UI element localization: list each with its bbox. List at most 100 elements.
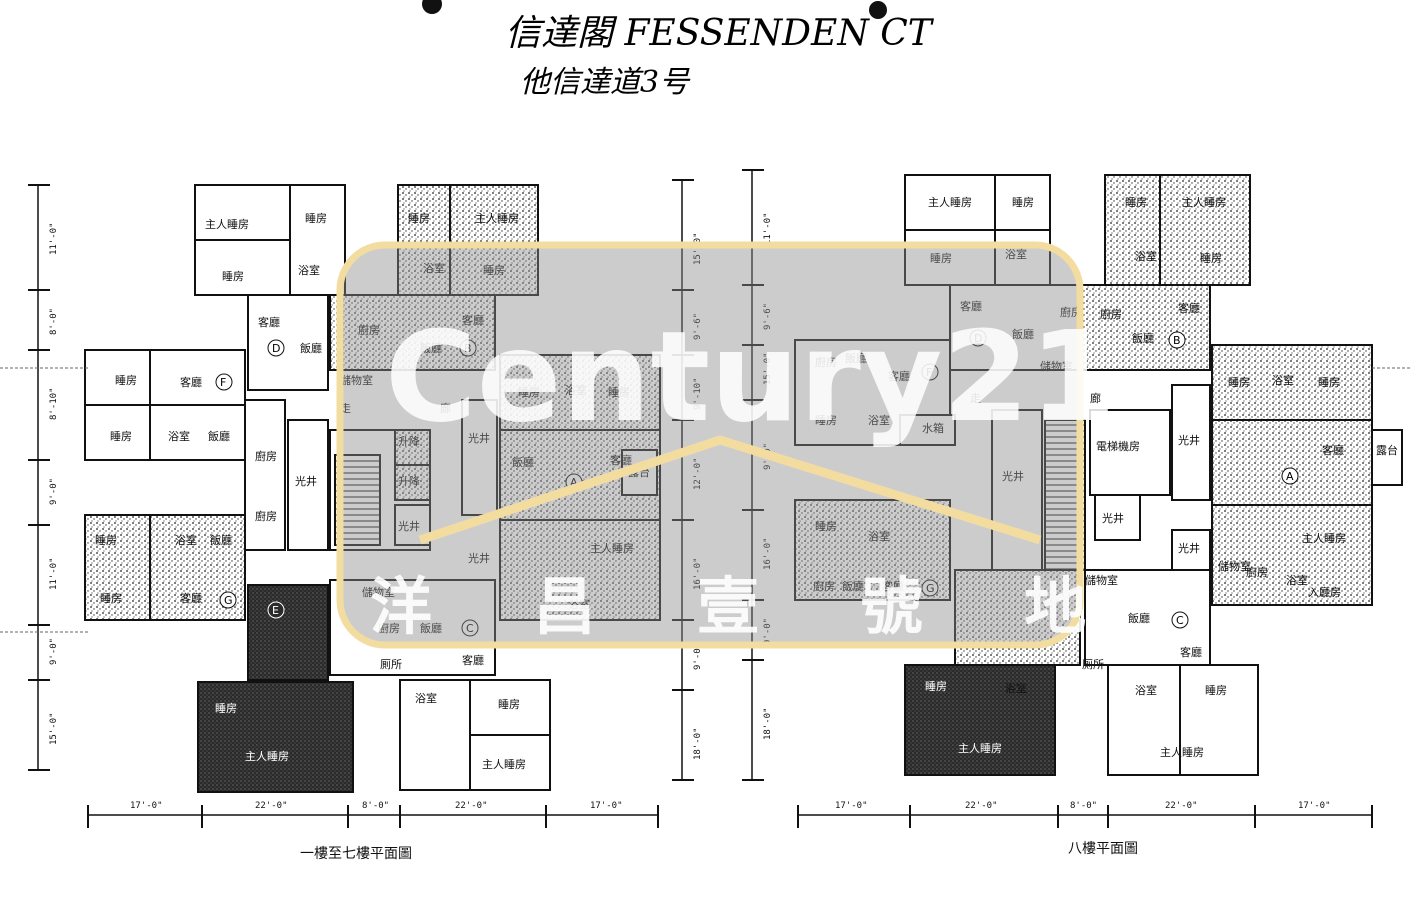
label-bedroom: 睡房 xyxy=(498,698,520,711)
label-bedroom: 睡房 xyxy=(1012,196,1034,209)
label-bath: 浴室 xyxy=(868,413,890,427)
label-lightwell: 光井 xyxy=(1178,433,1200,447)
label-dining: 飯廳 xyxy=(842,579,864,593)
label-living: 客廳 xyxy=(258,315,280,329)
label-bath: 浴室 xyxy=(423,261,445,275)
house-roof-icon xyxy=(418,435,1042,545)
unit-letter: F xyxy=(220,376,226,389)
watermark-brand: Century21 xyxy=(385,305,1116,450)
right-unit-markers: D B F A G C xyxy=(921,329,1299,629)
label-dining: 飯廳 xyxy=(1128,611,1150,625)
label-living: 客廳 xyxy=(960,299,982,313)
label-master-bed: 主人睡房 xyxy=(482,758,526,771)
label-bedroom: 睡房 xyxy=(483,264,505,277)
label-master-bed: 主人睡房 xyxy=(1160,746,1204,759)
label-living: 客廳 xyxy=(462,653,484,667)
label-lightwell: 光井 xyxy=(468,431,490,445)
label-toilet: 厠所 xyxy=(1082,658,1104,671)
label-lightwell: 光井 xyxy=(398,519,420,533)
dim-label: 18'-0" xyxy=(693,727,703,760)
label-lightwell: 光井 xyxy=(295,474,317,488)
label-bath: 浴室 xyxy=(1135,683,1157,697)
label-master-bed: 主人睡房 xyxy=(1302,532,1346,545)
right-room-labels: 主人睡房 睡房 睡房 浴室 客廳 飯廳 廚房 儲物室 睡房 主人睡房 浴室 睡房… xyxy=(813,196,1398,759)
label-dining: 飯廳 xyxy=(300,341,322,355)
label-bath: 浴室 xyxy=(1005,681,1027,695)
left-floor-plan xyxy=(28,179,694,828)
dim-label: 8'-10" xyxy=(49,387,59,420)
dim-label: 17'-0" xyxy=(835,801,868,811)
label-bedroom: 睡房 xyxy=(95,534,117,547)
unit-letter: F xyxy=(926,366,932,379)
dim-label: 12'-0" xyxy=(693,457,703,490)
label-living: 客廳 xyxy=(180,591,202,605)
label-bedroom: 睡房 xyxy=(1125,196,1147,209)
dim-label: 17'-0" xyxy=(590,801,623,811)
dim-label: 22'-0" xyxy=(1165,801,1198,811)
label-dining: 飯廳 xyxy=(845,351,867,365)
watermark-tagline: 洋 昌 壹 號 地 xyxy=(370,570,1126,643)
century21-watermark: Century21 洋 昌 壹 號 地 xyxy=(336,241,1126,649)
label-bath: 浴室 xyxy=(415,691,437,705)
right-plan-caption: 八樓平面圖 xyxy=(1068,841,1138,857)
dim-label: 11'-0" xyxy=(763,212,773,245)
dim-label: 9'-0" xyxy=(49,638,59,665)
unit-letter: G xyxy=(926,582,935,595)
unit-letter: C xyxy=(466,622,474,635)
label-kitchen: 廚房 xyxy=(255,509,277,523)
label-lightwell: 光井 xyxy=(1102,511,1124,525)
dim-label: 9'-10" xyxy=(693,377,703,410)
dim-label: 11'-0" xyxy=(49,222,59,255)
label-bedroom: 睡房 xyxy=(1318,376,1340,389)
label-store: 儲物室 xyxy=(340,373,373,387)
label-kitchen: 廚房 xyxy=(255,449,277,463)
unit-letter: E xyxy=(272,604,279,617)
dim-label: 9'-0" xyxy=(693,643,703,670)
ink-blot xyxy=(422,0,442,14)
left-plan-caption: 一樓至七樓平面圖 xyxy=(300,846,412,862)
dim-label: 15'-0" xyxy=(49,712,59,745)
dim-label: 16'-0" xyxy=(693,557,703,590)
label-dining: 飯廳 xyxy=(1012,327,1034,341)
label-living: 客廳 xyxy=(882,579,904,593)
label-bath: 浴室 xyxy=(1286,573,1308,587)
label-bedroom: 睡房 xyxy=(305,212,327,225)
dim-label: 15'-0" xyxy=(763,352,773,385)
label-corridor: 走 xyxy=(970,392,981,405)
label-dining: 飯廳 xyxy=(208,429,230,443)
label-bath: 浴室 xyxy=(1272,373,1294,387)
label-dining: 飯廳 xyxy=(1132,331,1154,345)
label-master-bed: 主人睡房 xyxy=(245,750,289,763)
label-bedroom: 睡房 xyxy=(1228,376,1250,389)
left-dimensions: 17'-0" 22'-0" 8'-0" 22'-0" 17'-0" 11'-0"… xyxy=(49,222,703,811)
label-lift-room: 電梯機房 xyxy=(1096,439,1140,453)
dim-label: 17'-0" xyxy=(1298,801,1331,811)
label-bedroom: 睡房 xyxy=(518,386,540,399)
dim-label: 8'-0" xyxy=(362,801,389,811)
label-toilet: 厠所 xyxy=(380,658,402,671)
dim-label: 9'-6" xyxy=(763,303,773,330)
label-corridor: 廊 xyxy=(1090,391,1101,405)
dim-label: 22'-0" xyxy=(455,801,488,811)
label-dining: 飯廳 xyxy=(512,455,534,469)
ink-blot xyxy=(869,1,887,19)
unit-letter: C xyxy=(1176,614,1184,627)
label-living: 客廳 xyxy=(462,313,484,327)
label-bath: 浴室 xyxy=(868,529,890,543)
label-kitchen: 廚房 xyxy=(1246,565,1268,579)
label-living: 客廳 xyxy=(1180,645,1202,659)
label-living: 客廳 xyxy=(610,453,632,467)
label-corridor: 走 xyxy=(340,402,351,415)
label-bedroom: 睡房 xyxy=(815,414,837,427)
label-master-bed: 主人睡房 xyxy=(958,742,1002,755)
label-bath: 浴室 xyxy=(1135,249,1157,263)
dim-label: 15'-0" xyxy=(693,232,703,265)
label-bedroom: 睡房 xyxy=(115,374,137,387)
label-lightwell: 光井 xyxy=(468,551,490,565)
label-water-tank: 水箱 xyxy=(922,421,944,435)
unit-letter: D xyxy=(974,332,982,345)
label-bedroom: 睡房 xyxy=(100,592,122,605)
label-bedroom: 睡房 xyxy=(222,270,244,283)
dim-label: 11'-0" xyxy=(49,557,59,590)
label-kitchen: 廚房 xyxy=(813,579,835,593)
